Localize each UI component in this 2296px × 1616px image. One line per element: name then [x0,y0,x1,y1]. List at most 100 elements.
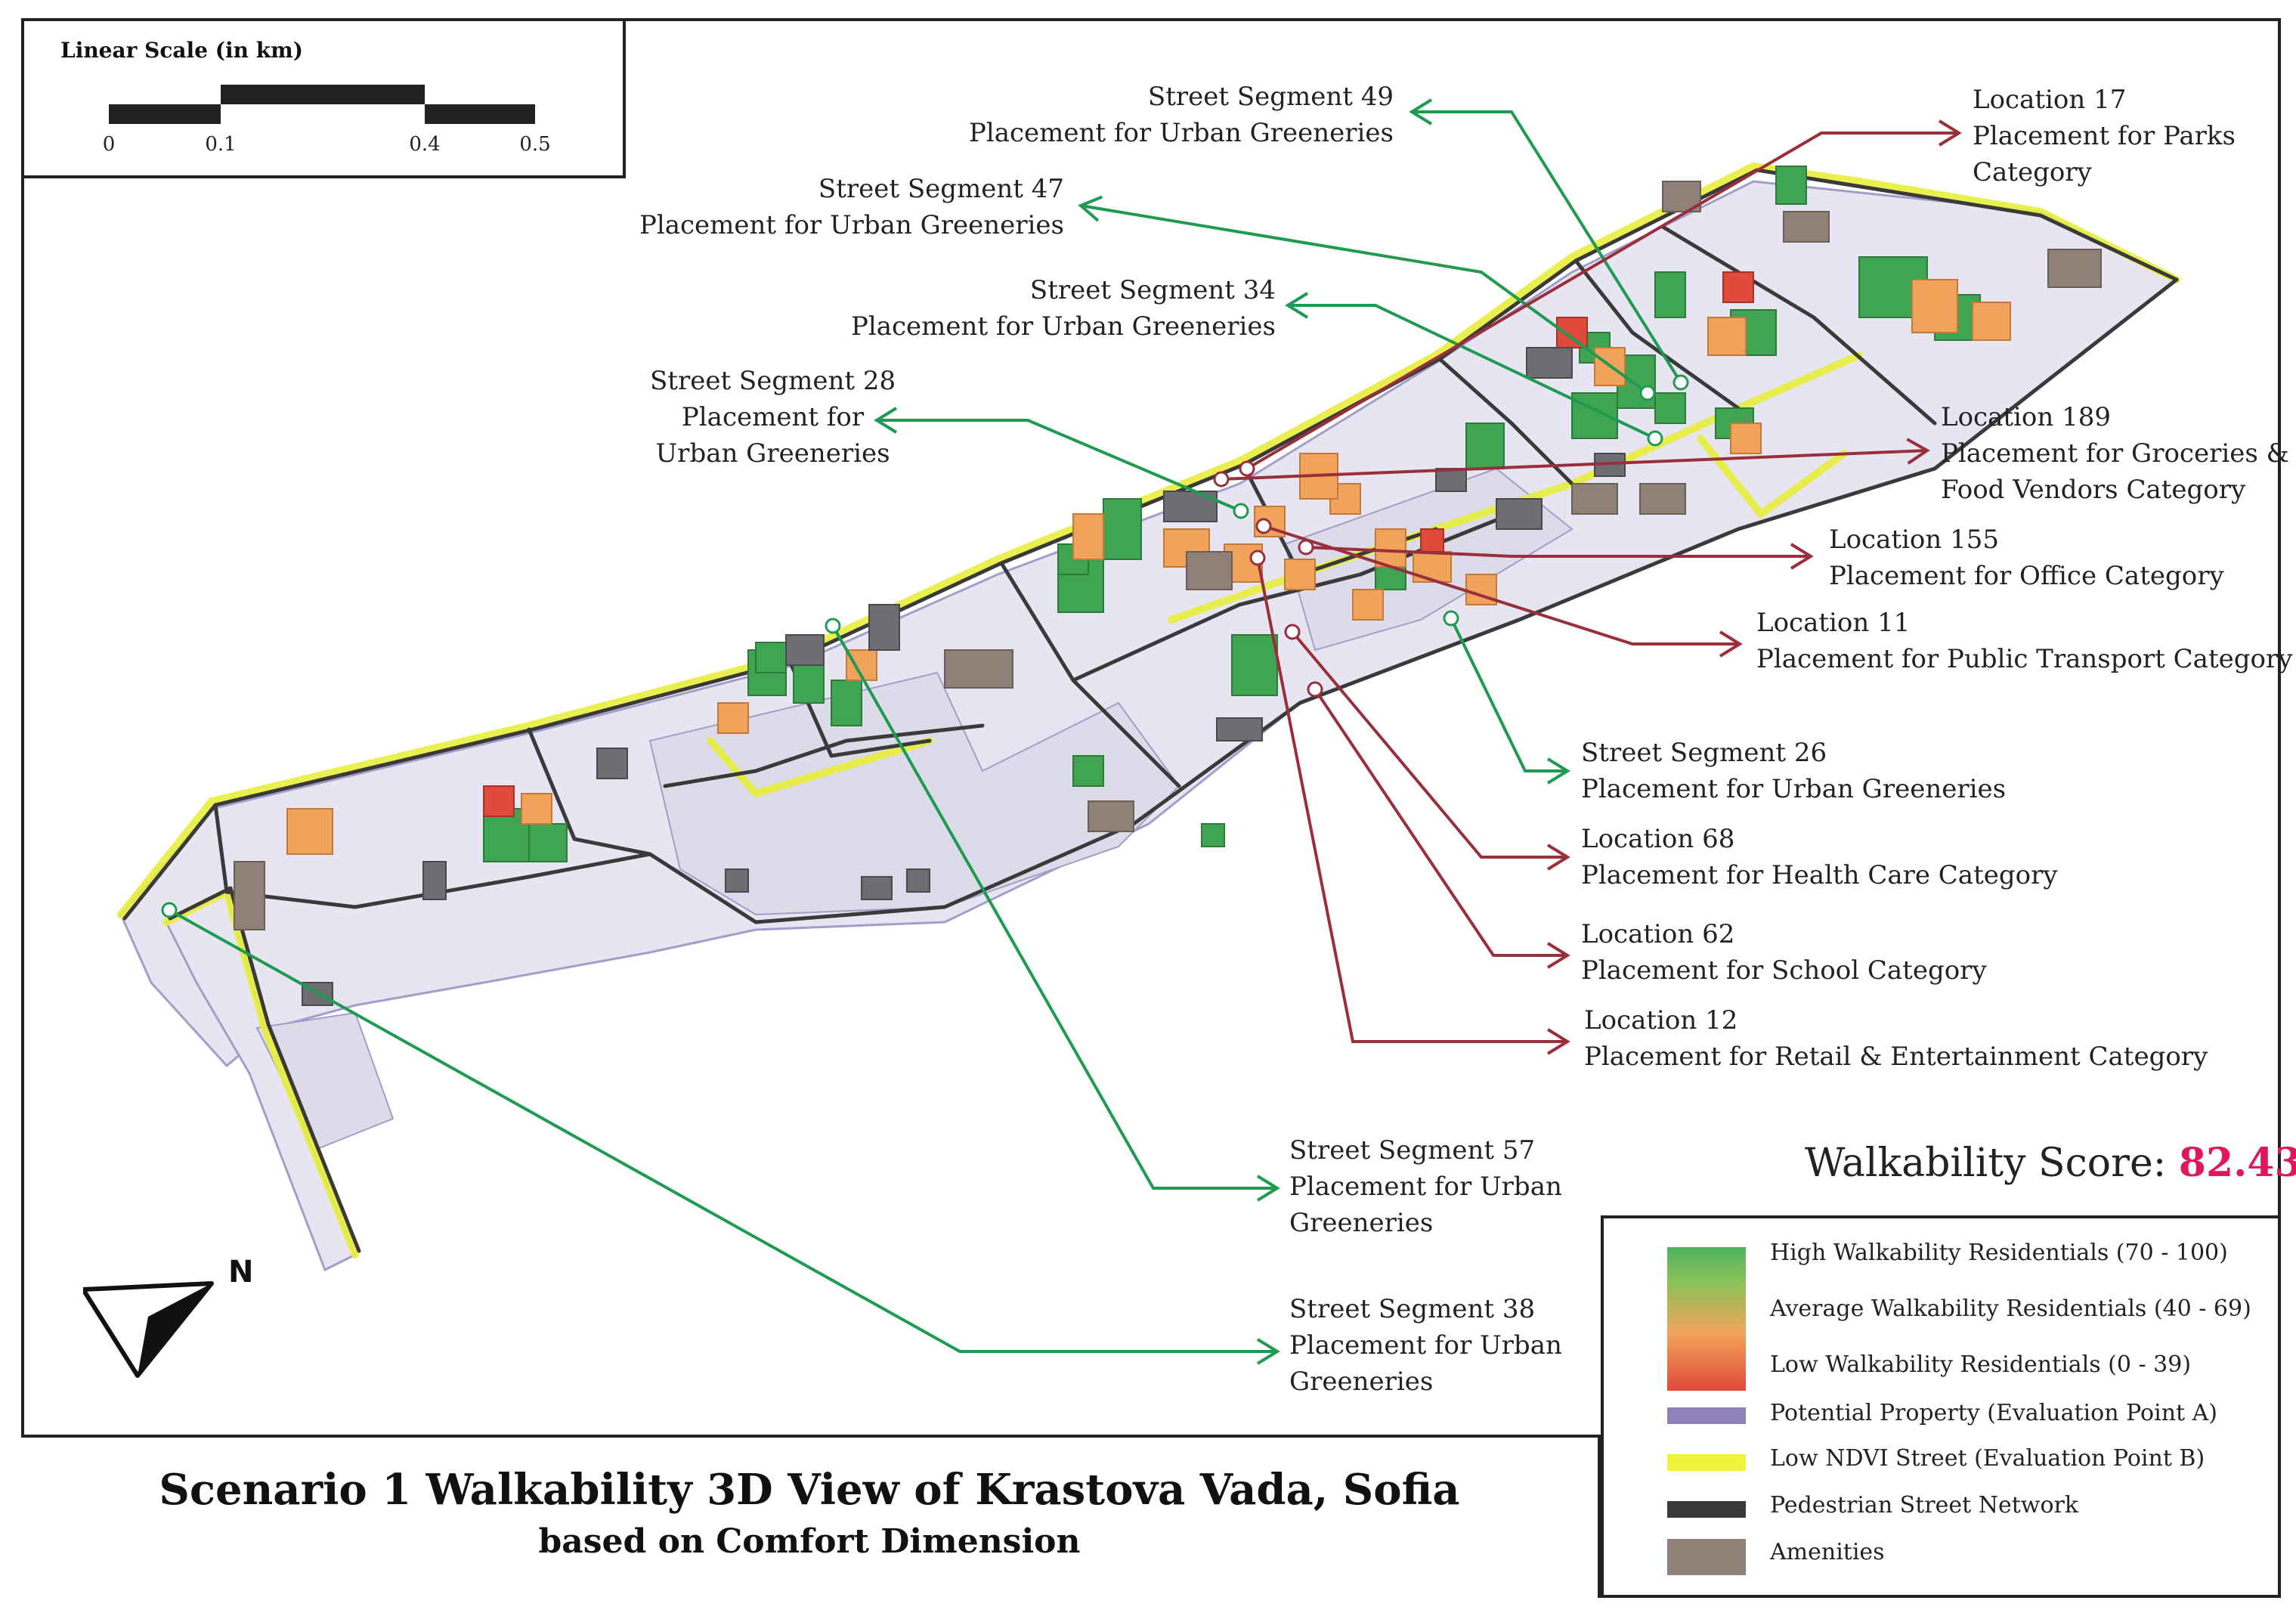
marker-seg49[interactable] [1672,374,1689,391]
arrowhead-loc11 [1719,630,1743,658]
annotation-line: Street Segment 26 [1581,738,1827,768]
annotation-line: Street Segment 47 [818,174,1064,204]
north-label: N [228,1255,254,1289]
annotation-line: Location 12 [1584,1005,1738,1036]
marker-loc62[interactable] [1307,681,1323,698]
scale-box: Linear Scale (in km) 0 0.1 0.4 0.5 [21,18,626,178]
scale-tick: 0 [102,133,116,156]
arrowhead-seg38 [1256,1338,1280,1365]
marker-loc68[interactable] [1284,624,1301,640]
marker-seg28[interactable] [1233,503,1249,519]
other-buildings [302,347,1626,1006]
annotation-line: Street Segment 28 [650,366,896,396]
legend-swatch-low-ndvi-street [1667,1454,1746,1471]
leader-line-seg38 [169,909,1277,1353]
annotation-line: Location 189 [1941,402,2111,432]
leader-line-loc155 [1305,546,1811,558]
legend-label: Low Walkability Residentials (0 - 39) [1770,1351,2192,1378]
marker-loc11[interactable] [1255,518,1272,534]
leader-line-seg34 [1288,304,1656,440]
marker-seg26[interactable] [1443,610,1459,627]
annotation-line: Location 17 [1973,85,2127,115]
legend-label: Amenities [1770,1539,1885,1565]
annotation-line: Placement for Urban [1289,1330,1562,1361]
residential-buildings-average [286,279,2011,855]
annotation-line: Urban Greeneries [655,438,890,469]
legend: High Walkability Residentials (70 - 100)… [1601,1215,2281,1598]
annotation-location-12: Location 12 Placement for Retail & Entert… [1584,1002,2208,1075]
annotation-line: Placement for Public Transport Category [1756,644,2293,674]
marker-seg47[interactable] [1639,385,1656,401]
legend-swatch-pedestrian-street [1667,1501,1746,1518]
arrowhead-loc17 [1938,119,1962,147]
district-ground [119,180,2179,1272]
leader-line-seg49 [1412,110,1682,384]
annotation-line: Placement for Urban [1289,1172,1562,1202]
scale-title: Linear Scale (in km) [60,38,304,63]
marker-loc12[interactable] [1249,550,1266,566]
arrowhead-loc155 [1790,543,1814,570]
arrowhead-seg49 [1409,98,1433,125]
annotation-line: Placement for Parks [1973,121,2236,151]
walkability-score-label: Walkability Score: [1805,1141,2167,1186]
annotation-line: Location 68 [1581,824,1735,854]
legend-label: Pedestrian Street Network [1770,1492,2079,1518]
leader-line-seg47 [1080,204,1649,395]
marker-loc17[interactable] [1239,460,1255,477]
arrowhead-seg57 [1256,1175,1280,1202]
north-arrow-icon [83,1281,214,1378]
amenity-buildings [234,181,2102,930]
legend-label: Potential Property (Evaluation Point A) [1770,1400,2217,1426]
arrowhead-loc189 [1906,438,1930,465]
arrowhead-seg34 [1285,292,1309,319]
annotation-line: Category [1973,157,2092,187]
scale-segment-1 [109,104,221,124]
legend-label: High Walkability Residentials (70 - 100) [1770,1240,2228,1266]
annotation-line: Placement for Urban Greeneries [639,210,1064,240]
annotation-line: Street Segment 34 [1029,275,1276,305]
annotation-line: Placement for Urban Greeneries [968,118,1394,148]
leader-line-loc12 [1256,557,1567,1043]
annotation-line: Placement for Urban Greeneries [850,311,1276,342]
annotation-line: Greeneries [1289,1367,1434,1397]
annotation-line: Placement for Office Category [1829,561,2224,591]
scale-tick: 0.5 [519,133,551,156]
legend-swatch-amenities [1667,1539,1746,1575]
annotation-line: Street Segment 57 [1289,1135,1536,1166]
arrowhead-loc62 [1546,942,1570,969]
annotation-street-segment-34: Street Segment 34 Placement for Urban Gre… [851,272,1276,345]
map-title: Scenario 1 Walkability 3D View of Krasto… [159,1465,1460,1515]
title-box: Scenario 1 Walkability 3D View of Krasto… [21,1435,1601,1598]
annotation-line: Placement for Retail & Entertainment Cat… [1584,1042,2208,1072]
leader-line-loc17 [1245,132,1959,470]
marker-seg57[interactable] [825,618,841,634]
arrowhead-seg28 [874,407,898,434]
annotation-line: Street Segment 38 [1289,1294,1536,1324]
leader-line-loc62 [1314,688,1567,957]
legend-label: Average Walkability Residentials (40 - 6… [1770,1296,2251,1322]
marker-loc189[interactable] [1213,471,1230,488]
annotation-line: Greeneries [1289,1208,1434,1238]
leader-line-seg57 [831,625,1277,1190]
arrowhead-loc68 [1546,844,1570,871]
annotation-street-segment-47: Street Segment 47 Placement for Urban Gre… [639,171,1064,243]
arrowhead-seg47 [1078,195,1103,222]
scale-segment-2 [221,85,425,104]
annotation-line: Placement for [681,402,865,432]
scale-tick: 0.1 [205,133,237,156]
map-subtitle: based on Comfort Dimension [538,1522,1081,1561]
annotation-line: Food Vendors Category [1941,475,2246,505]
marker-seg34[interactable] [1647,430,1663,447]
leader-lines [161,98,1962,1365]
annotation-line: Placement for Health Care Category [1581,860,2058,890]
scale-segment-3 [425,104,535,124]
marker-seg38[interactable] [161,902,178,918]
